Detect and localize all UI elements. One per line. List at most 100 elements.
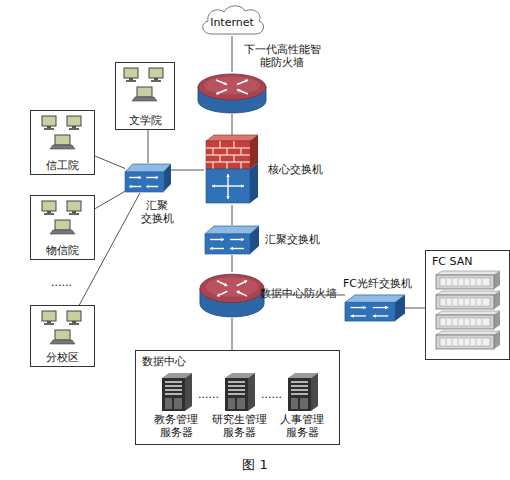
college-box: 信工院 (30, 110, 95, 175)
icon-part (446, 319, 447, 325)
node-label: 物信院 (31, 244, 94, 257)
icon-part (291, 393, 308, 395)
node-shape (219, 373, 259, 411)
icon-part (228, 389, 245, 391)
icon-part (436, 291, 500, 295)
icon-part (227, 162, 228, 169)
icon-part (345, 295, 405, 302)
node-shape (125, 163, 171, 193)
icon-part (156, 176, 159, 180)
link-line (95, 156, 125, 169)
icon-part (436, 335, 494, 349)
icon-part (345, 302, 395, 321)
icon-part (300, 398, 308, 409)
icon-part (291, 398, 298, 409)
icon-part (476, 319, 477, 325)
college-box: 物信院 (30, 195, 95, 260)
icon-part (69, 213, 79, 215)
icon-part (476, 279, 477, 285)
icon-part (250, 163, 258, 203)
node-label: 汇聚交换机 (265, 233, 320, 246)
node-shape (156, 373, 196, 411)
icon-part (67, 201, 81, 211)
server-icon: 研究生管理 服务器 (219, 373, 259, 411)
link-line (232, 36, 233, 72)
node-label: 人事管理 服务器 (272, 413, 332, 439)
firewall-router: 数据中心防火墙 (199, 272, 265, 318)
icon-part (50, 145, 75, 149)
icon-part (351, 314, 354, 317)
node-label: 教务管理 服务器 (146, 413, 206, 439)
icon-part (212, 184, 215, 188)
icon-part (206, 277, 259, 297)
icon-part (250, 135, 258, 169)
aggregation-switch: 汇聚 交换机 (125, 163, 171, 193)
icon-part (44, 323, 54, 325)
icon-part (50, 230, 75, 234)
icon-part (198, 74, 266, 100)
icon-part (230, 247, 233, 251)
icon-part (165, 385, 182, 387)
icon-part (44, 213, 54, 215)
icon-part (385, 306, 388, 309)
icon-part (139, 176, 142, 180)
icon-part (216, 80, 227, 85)
icon-part (55, 135, 70, 145)
node-label: 下一代高性能智 能防火墙 (240, 43, 324, 69)
icon-part (204, 77, 260, 95)
icon-part (72, 126, 76, 128)
node-shape (205, 225, 259, 255)
icon-part (440, 298, 490, 306)
icon-part (213, 162, 214, 169)
icon-part (436, 295, 494, 309)
icon-part (482, 279, 483, 285)
icon-part (125, 164, 171, 172)
icon-part (244, 280, 247, 284)
icon-part (234, 155, 235, 162)
icon-part (440, 318, 490, 326)
icon-part (237, 281, 247, 286)
icon-part (217, 291, 227, 296)
node-shape (197, 72, 267, 114)
icon-part (373, 314, 376, 317)
server-icon: 教务管理 服务器 (156, 373, 196, 411)
icon-part (470, 299, 471, 305)
icon-part (216, 90, 227, 95)
icon-part (436, 331, 500, 335)
icon-part (217, 293, 220, 297)
icon-part (245, 79, 248, 82)
icon-part (69, 323, 79, 325)
icon-part (224, 283, 227, 287)
icon-part (200, 274, 264, 302)
icon-part (129, 185, 132, 189)
node-label: FC SAN (432, 255, 472, 268)
server-icon: 人事管理 服务器 (282, 373, 322, 411)
icon-part (67, 311, 81, 321)
icon-part (67, 116, 81, 126)
link-line (232, 255, 233, 272)
link-line (232, 318, 233, 350)
icon-part (482, 339, 483, 345)
icon-part (446, 299, 447, 305)
node-label: 信工院 (31, 159, 94, 172)
icon-part (226, 196, 230, 199)
icon-part (440, 278, 490, 286)
link-line (148, 130, 149, 163)
campus-box: 分校区 (30, 305, 95, 367)
icon-part (151, 80, 161, 82)
icon-part (206, 135, 258, 141)
ellipsis-note: ...... (198, 388, 219, 401)
icon-part (226, 174, 230, 177)
icon-part (165, 393, 182, 395)
icon-part (237, 90, 248, 95)
node-label: 汇聚 交换机 (135, 199, 179, 225)
icon-part (476, 339, 477, 345)
icon-part (220, 141, 221, 148)
icon-part (221, 238, 224, 242)
node-label: 核心交换机 (268, 163, 323, 176)
icon-part (50, 340, 75, 344)
icon-part (436, 275, 494, 289)
node-label: 分校区 (31, 351, 94, 364)
icon-part (206, 169, 250, 203)
icon-part (470, 279, 471, 285)
